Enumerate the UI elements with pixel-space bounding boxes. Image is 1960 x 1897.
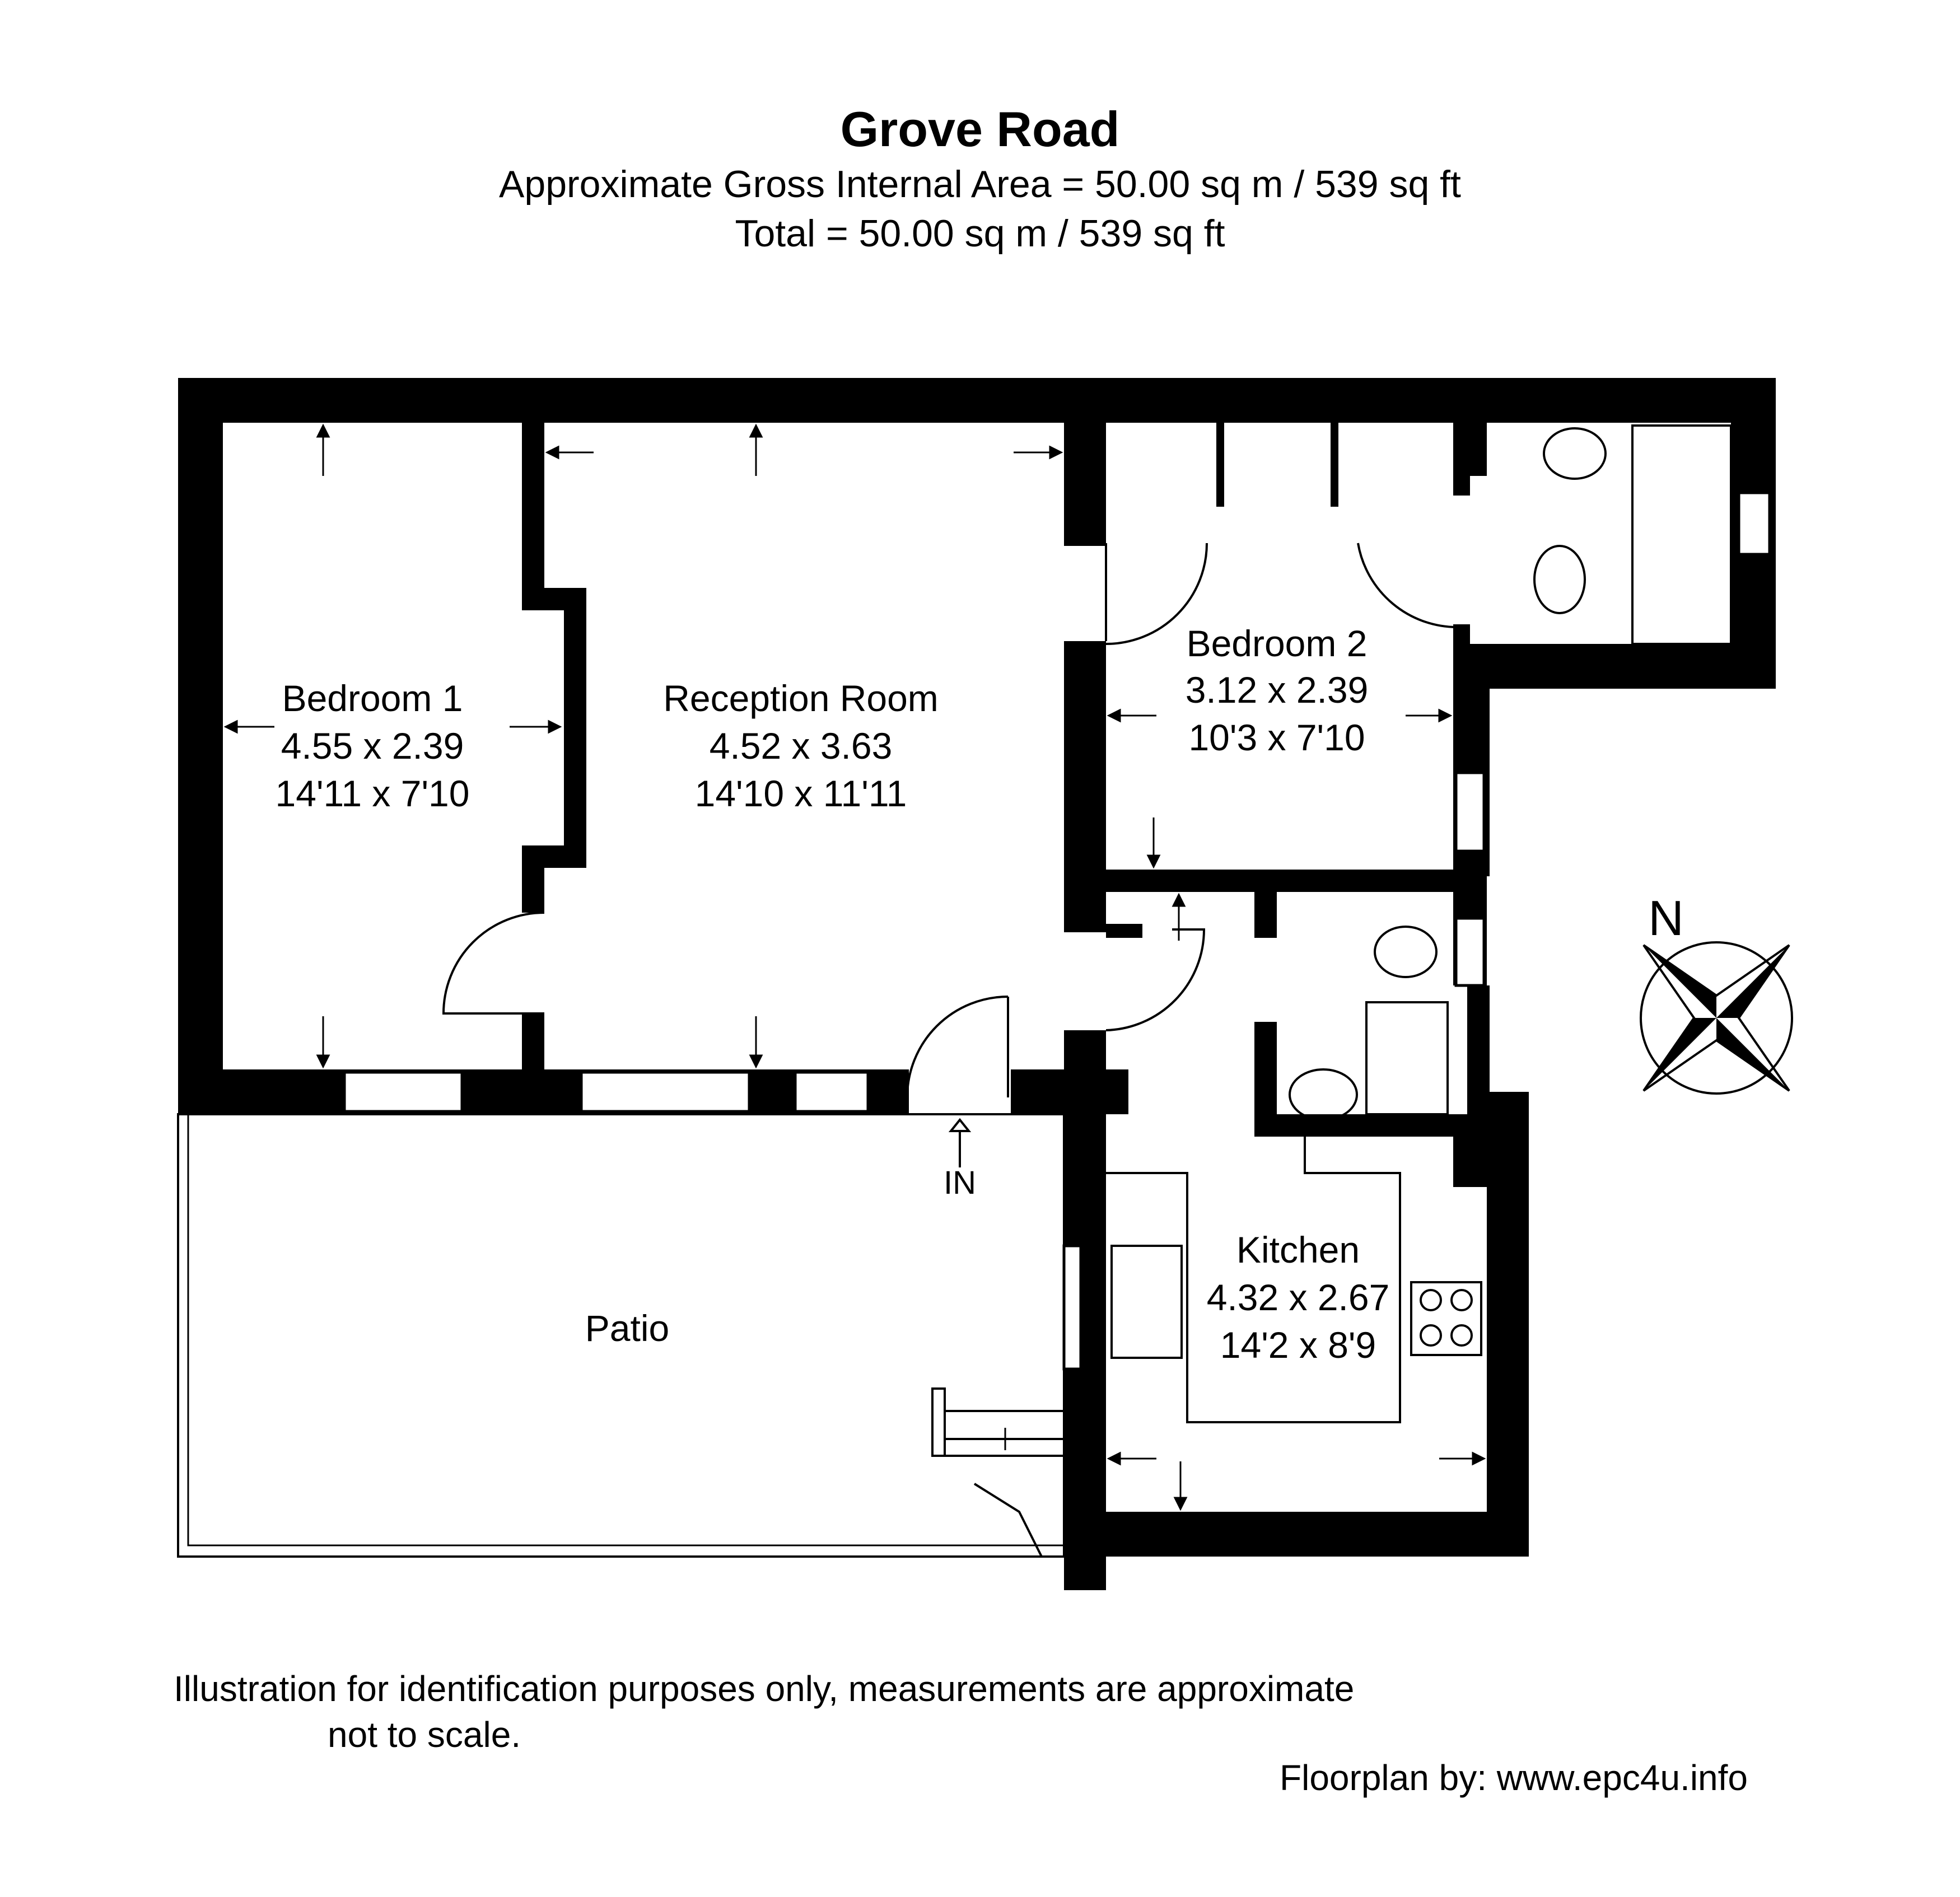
north-label: N bbox=[1648, 890, 1684, 946]
plan-title: Grove Road bbox=[840, 101, 1120, 157]
bedroom1-name: Bedroom 1 bbox=[282, 678, 463, 719]
dimension-arrows bbox=[223, 423, 1486, 1511]
shower-tray bbox=[1365, 1001, 1449, 1115]
floorplan-credit: Floorplan by: www.epc4u.info bbox=[1280, 1758, 1748, 1798]
reception-metric: 4.52 x 3.63 bbox=[710, 725, 893, 767]
bedroom2-imperial: 10'3 x 7'10 bbox=[1188, 717, 1365, 758]
fixtures bbox=[1106, 424, 1732, 1423]
compass-rose bbox=[1640, 941, 1793, 1095]
kitchen-name: Kitchen bbox=[1236, 1229, 1360, 1270]
bathtub bbox=[1631, 424, 1732, 645]
disclaimer-line-2: not to scale. bbox=[328, 1714, 521, 1755]
bedroom2-metric: 3.12 x 2.39 bbox=[1186, 669, 1369, 711]
disclaimer-line-1: Illustration for identification purposes… bbox=[174, 1669, 1355, 1709]
kitchen-imperial: 14'2 x 8'9 bbox=[1220, 1324, 1376, 1366]
reception-imperial: 14'10 x 11'11 bbox=[695, 773, 907, 814]
gross-area-line: Approximate Gross Internal Area = 50.00 … bbox=[499, 163, 1461, 205]
hob bbox=[1410, 1281, 1482, 1356]
patio-area bbox=[177, 1113, 1065, 1558]
bedroom1-imperial: 14'11 x 7'10 bbox=[276, 773, 470, 814]
patio-name: Patio bbox=[585, 1307, 669, 1349]
wc-basin bbox=[1289, 1068, 1358, 1121]
entrance-label: IN bbox=[944, 1165, 976, 1201]
disclaimer: Illustration for identification purposes… bbox=[174, 1666, 1354, 1758]
kitchen-metric: 4.32 x 2.67 bbox=[1207, 1277, 1390, 1318]
wc-toilet bbox=[1374, 926, 1438, 978]
door-swings bbox=[442, 543, 1459, 1098]
bedroom2-name: Bedroom 2 bbox=[1187, 623, 1368, 664]
bedroom1-metric: 4.55 x 2.39 bbox=[281, 725, 464, 767]
bathroom-basin bbox=[1543, 427, 1607, 480]
bathroom-toilet bbox=[1533, 545, 1586, 614]
total-area-line: Total = 50.00 sq m / 539 sq ft bbox=[735, 212, 1225, 255]
windows bbox=[343, 491, 1771, 1371]
reception-name: Reception Room bbox=[663, 678, 939, 719]
walls bbox=[178, 378, 1776, 1590]
entrance-arrow bbox=[948, 1118, 972, 1167]
kitchen-sink bbox=[1110, 1245, 1183, 1359]
kitchen-counter bbox=[1106, 1134, 1401, 1423]
room-labels: Bedroom 1 4.55 x 2.39 14'11 x 7'10 Recep… bbox=[276, 623, 1390, 1366]
